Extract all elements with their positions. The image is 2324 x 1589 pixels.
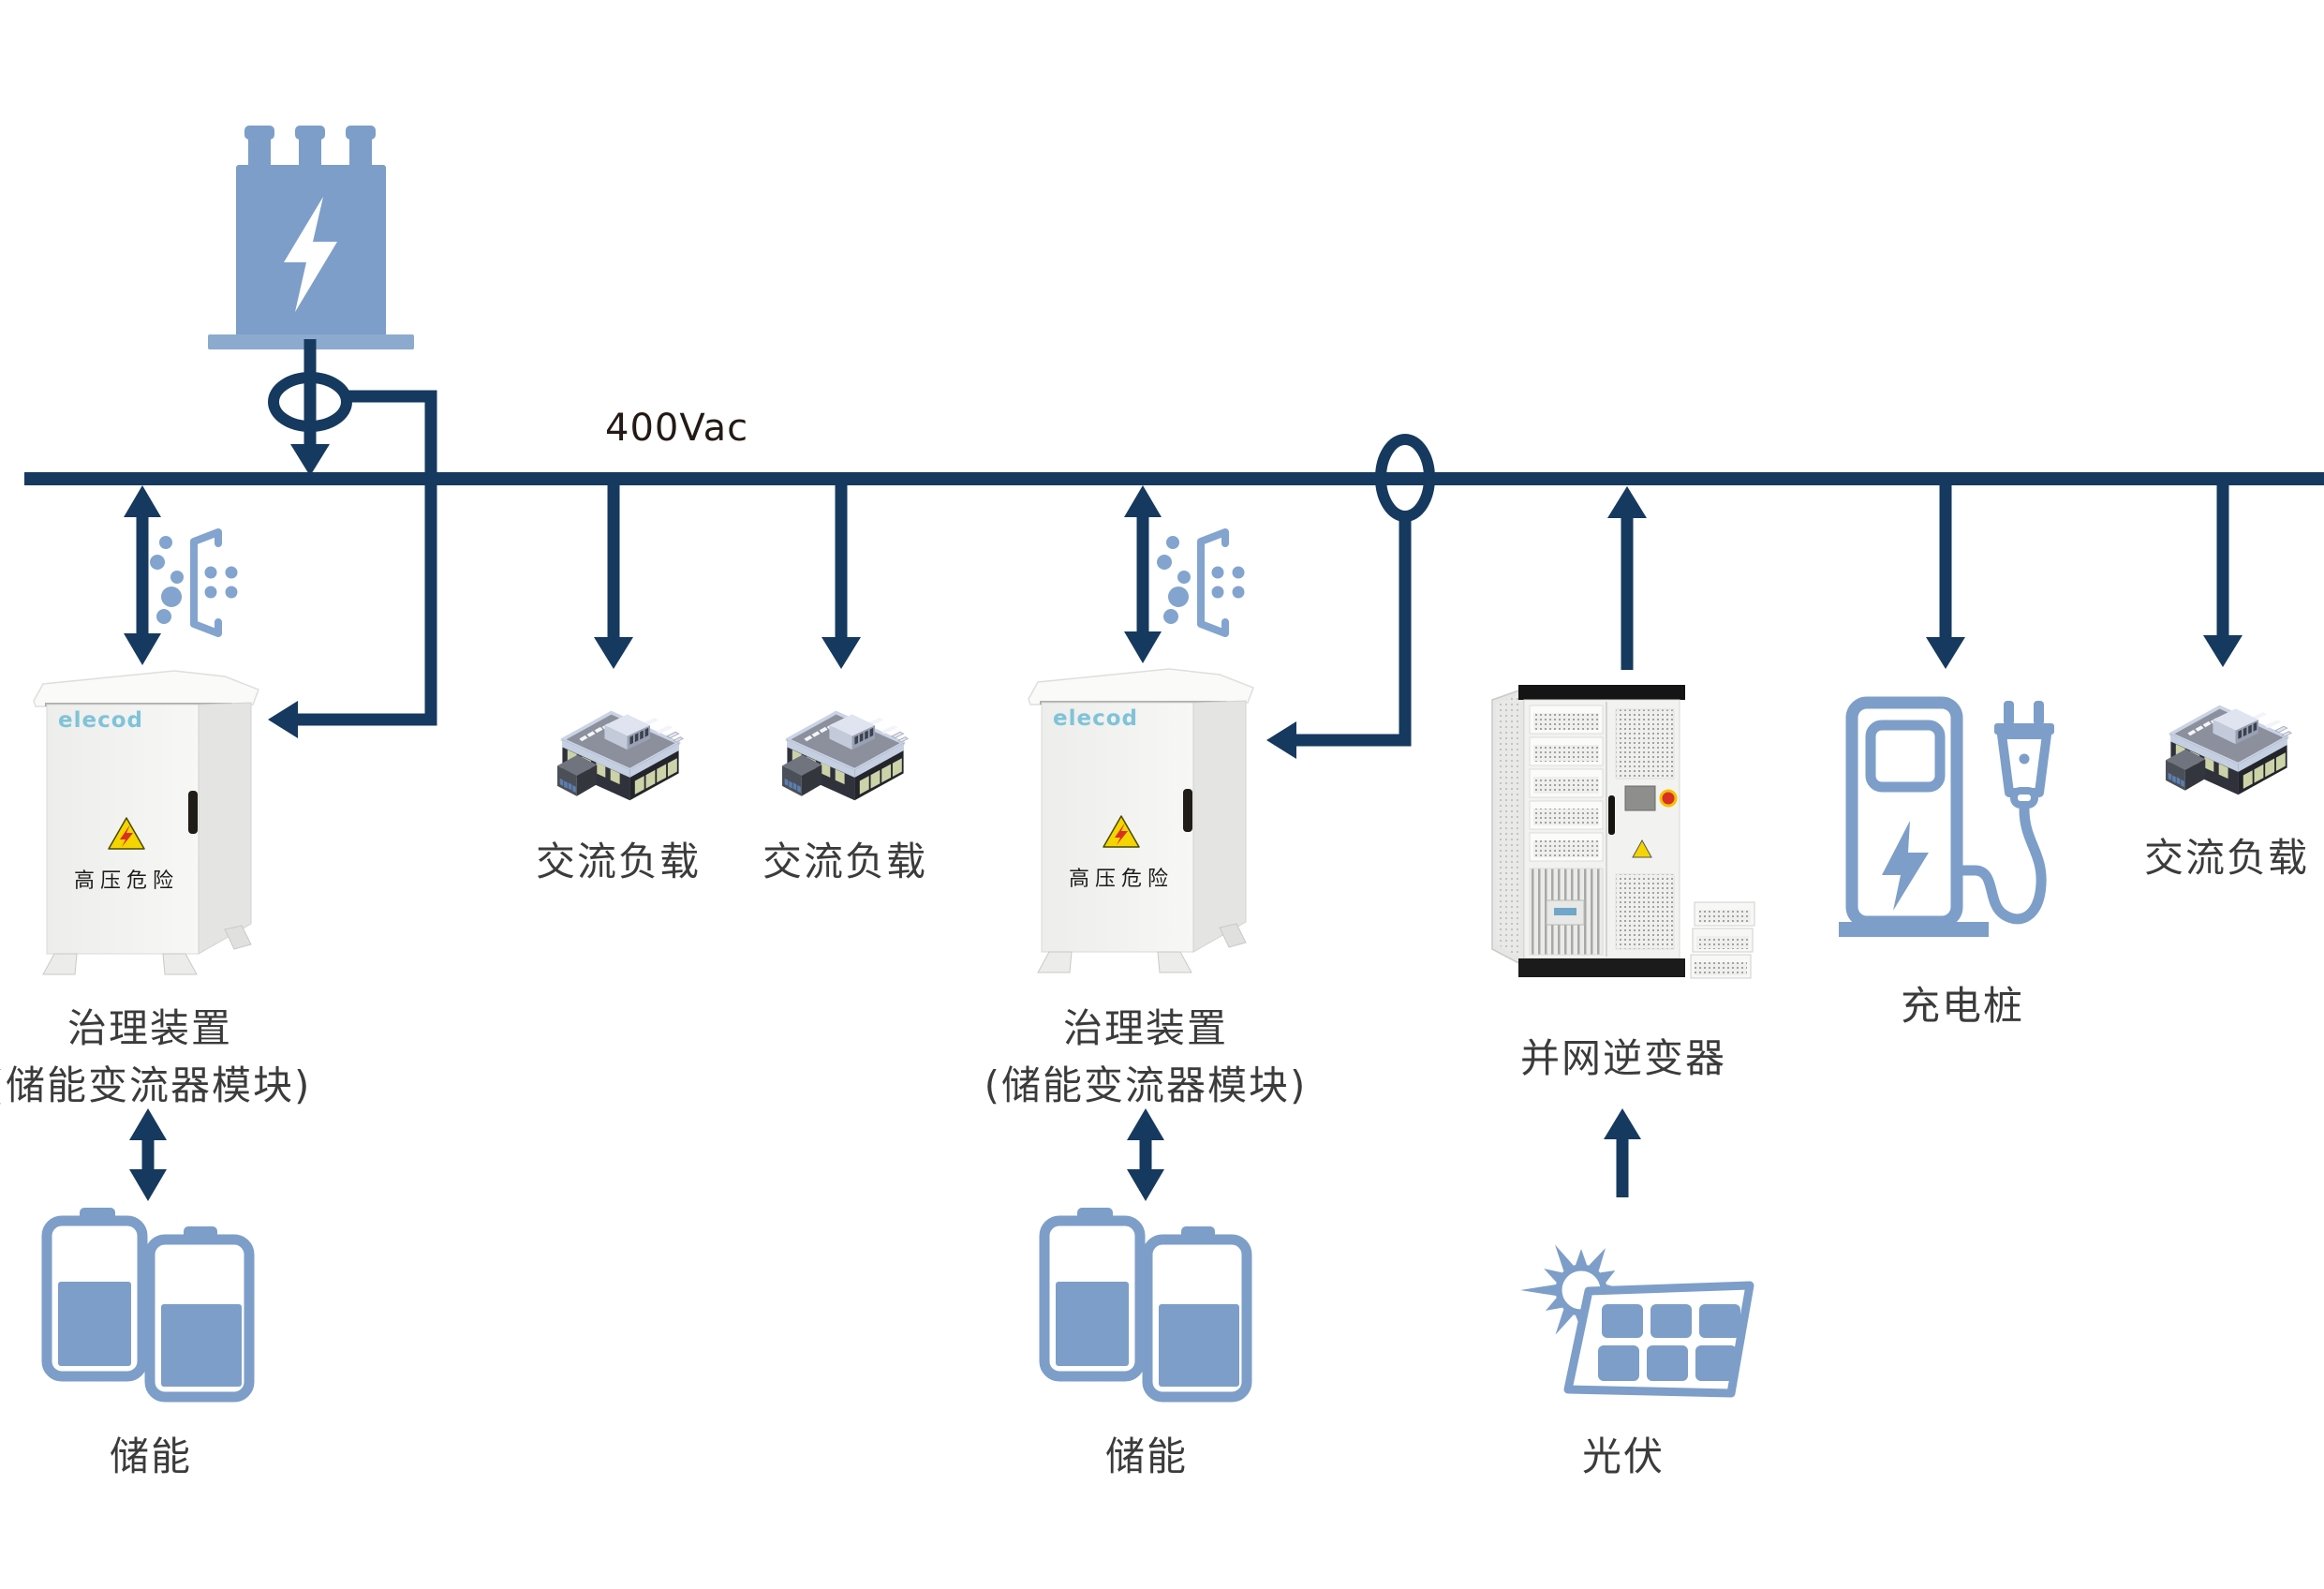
bidirectional-arrow-1 bbox=[124, 485, 161, 665]
inverter-screen bbox=[1624, 785, 1656, 811]
lightning-bolt-icon bbox=[1882, 821, 1929, 911]
governance-subtitle-2: (储能变流器模块) bbox=[984, 1062, 1308, 1108]
ac-load-label-3: 交流负载 bbox=[2143, 835, 2310, 881]
solar-panel-icon bbox=[1563, 1281, 1754, 1398]
battery-bidirectional-arrow-2 bbox=[1127, 1108, 1164, 1201]
inverter-rack-modules bbox=[1529, 705, 1604, 862]
warning-triangle-icon bbox=[1632, 839, 1652, 858]
governance-cabinet-1 bbox=[33, 670, 259, 975]
governance-title-2: 治理装置 bbox=[1062, 1005, 1228, 1051]
inverter-up-arrow bbox=[1607, 486, 1647, 670]
ac-load-label-1: 交流负载 bbox=[535, 839, 702, 884]
bidirectional-arrow-2 bbox=[1124, 485, 1162, 663]
feedback-line-2 bbox=[1266, 514, 1412, 759]
load-drop-1 bbox=[594, 480, 633, 669]
plug-icon bbox=[1994, 701, 2054, 809]
transformer-icon bbox=[208, 126, 414, 349]
load-drop-2 bbox=[822, 480, 861, 669]
governance-label-2: 治理装置 (储能变流器模块) bbox=[984, 997, 1308, 1111]
governance-title-1: 治理装置 bbox=[67, 1005, 232, 1051]
arrow-into-bus bbox=[290, 444, 330, 476]
battery-storage-2 bbox=[1044, 1208, 1247, 1397]
emergency-stop-button bbox=[1659, 789, 1678, 808]
lightning-bolt-icon bbox=[284, 197, 337, 312]
load-drop-3 bbox=[2203, 480, 2243, 667]
data-flow-icon-1 bbox=[150, 532, 238, 633]
charger-label: 充电桩 bbox=[1900, 983, 2025, 1029]
pv-up-arrow bbox=[1604, 1108, 1641, 1197]
storage-label-2: 储能 bbox=[1104, 1433, 1189, 1479]
feedback-line-1 bbox=[268, 390, 437, 738]
charging-pile-icon bbox=[1839, 696, 2054, 937]
governance-cabinet-2 bbox=[1028, 668, 1254, 973]
ac-load-building-2 bbox=[780, 710, 910, 803]
arrow-left-icon bbox=[1266, 721, 1296, 759]
governance-label-1: 治理装置 (储能变流器模块) bbox=[0, 997, 311, 1111]
inverter-module-stack bbox=[1690, 901, 1755, 979]
governance-subtitle-1: (储能变流器模块) bbox=[0, 1062, 312, 1108]
pv-label: 光伏 bbox=[1581, 1433, 1665, 1479]
bus-line-400vac bbox=[24, 472, 2324, 485]
inverter-handle bbox=[1608, 795, 1615, 835]
ac-load-building-3 bbox=[2164, 705, 2293, 797]
charger-screen bbox=[1865, 720, 1946, 793]
battery-storage-1 bbox=[47, 1208, 249, 1397]
solar-pv-icon bbox=[1520, 1244, 1754, 1398]
inverter-label: 并网逆变器 bbox=[1519, 1035, 1727, 1081]
storage-label-1: 储能 bbox=[109, 1433, 193, 1479]
ac-load-building-1 bbox=[555, 710, 685, 803]
charger-drop-arrow bbox=[1926, 480, 1965, 669]
inverter-icon bbox=[1491, 685, 1755, 979]
arrow-left-icon bbox=[268, 701, 298, 738]
battery-bidirectional-arrow-1 bbox=[129, 1108, 167, 1201]
data-flow-icon-2 bbox=[1157, 532, 1245, 633]
bus-voltage-label: 400Vac bbox=[605, 407, 749, 450]
ac-load-label-2: 交流负载 bbox=[762, 839, 928, 884]
